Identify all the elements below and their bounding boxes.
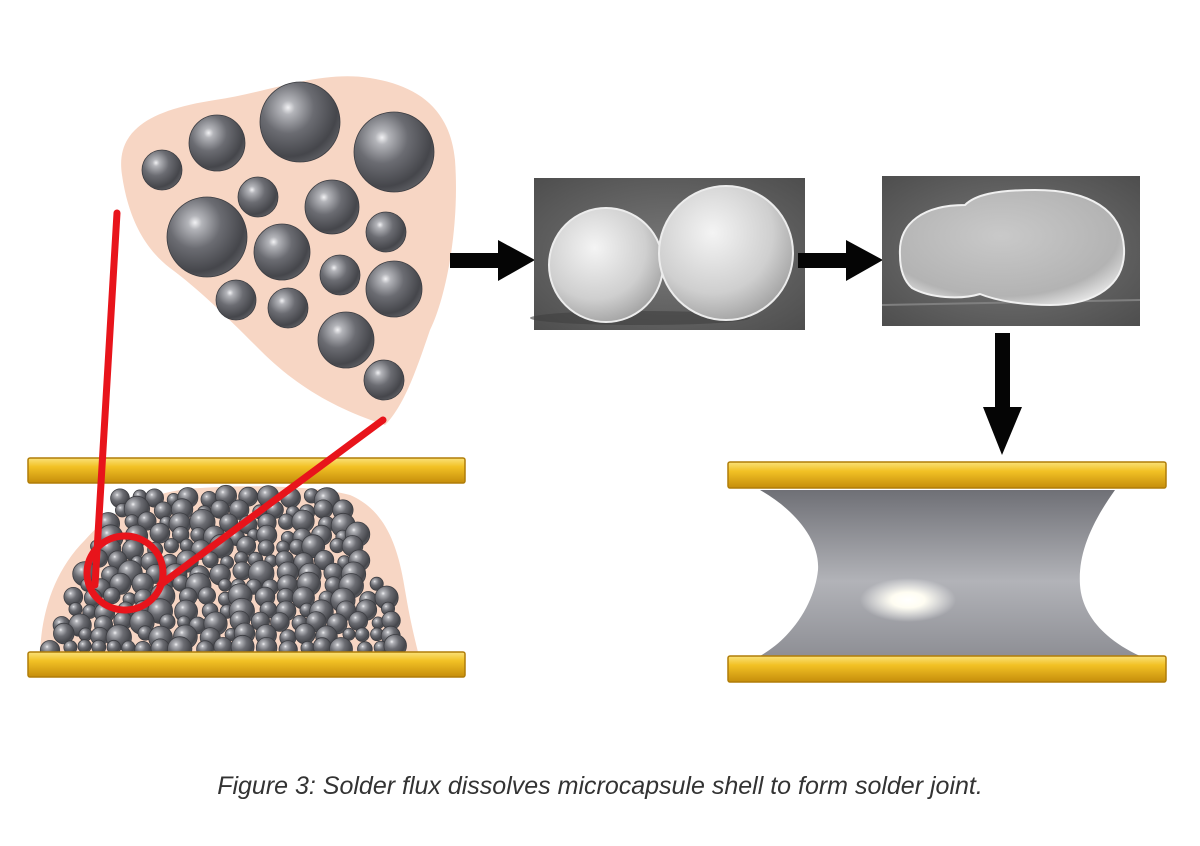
arrow-right-2 [798, 240, 883, 281]
microcapsule-sphere [102, 586, 121, 605]
bottom-pad-left [27, 651, 466, 678]
callout-line-left [91, 209, 121, 589]
microcapsule-sphere [317, 311, 375, 369]
microcapsule-sphere [267, 287, 309, 329]
microcapsule-sphere [141, 149, 183, 191]
bottom-pad-right [727, 655, 1167, 683]
sem-capsule-right [658, 185, 794, 321]
figure-caption: Figure 3: Solder flux dissolves microcap… [217, 772, 983, 800]
top-pad-left [27, 457, 466, 484]
microcapsule-sphere [353, 111, 435, 193]
microcapsule-sphere [237, 176, 279, 218]
microcapsule-sphere [369, 576, 384, 591]
microcapsule-sphere [228, 499, 250, 520]
sem-merged-solder [881, 176, 1141, 326]
arrow-right-1 [450, 240, 535, 281]
microcapsule-sphere [365, 260, 423, 318]
callout-line-right [156, 416, 387, 589]
microcapsule-sphere [215, 279, 257, 321]
microcapsule-sphere [313, 499, 334, 519]
microcapsule-sphere [188, 114, 246, 172]
top-pad-right [727, 461, 1167, 489]
magnification-callout [83, 209, 387, 614]
microcapsule-sphere [294, 623, 316, 645]
solder-joint-highlight [860, 578, 956, 622]
formed-solder-joint [727, 461, 1167, 683]
microcapsule-sphere [365, 211, 407, 253]
microcapsule-sphere [163, 538, 179, 554]
microcapsule-sphere [166, 196, 248, 278]
microcapsule-sphere [348, 611, 369, 631]
microcapsule-sphere [319, 254, 361, 296]
microcapsule-sphere [259, 81, 341, 163]
microcapsule-sphere [270, 612, 290, 632]
sem-merged-droplet [898, 188, 1126, 307]
microcapsule-sphere [197, 586, 216, 605]
magnified-paste-view [121, 76, 456, 426]
microcapsule-sphere [53, 622, 75, 645]
microcapsule-sphere [363, 359, 405, 401]
microcapsule-sphere [253, 223, 311, 281]
solder-joint-body [760, 490, 1140, 656]
sem-two-microcapsules [530, 178, 805, 330]
magnified-microcapsules [141, 81, 435, 401]
callout-circle [83, 532, 167, 614]
arrow-down [983, 333, 1022, 455]
microcapsule-sphere [218, 578, 232, 592]
microcapsule-sphere [257, 539, 275, 557]
microcapsule-sphere [304, 179, 360, 235]
microcapsule-sphere [354, 627, 370, 642]
microcapsule-sphere [77, 639, 92, 654]
sem-capsule-left [548, 207, 664, 323]
microcapsule-sphere [137, 511, 157, 531]
microcapsule-sphere [149, 522, 171, 544]
microcapsule-sphere [78, 627, 93, 642]
